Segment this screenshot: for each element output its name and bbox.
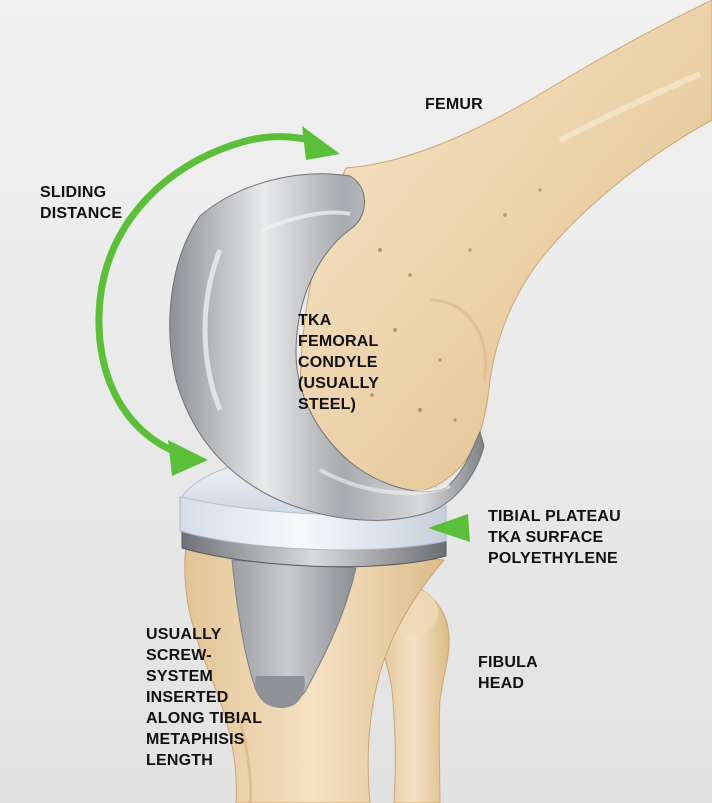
label-femur: FEMUR: [425, 94, 483, 115]
label-tibial-plateau: TIBIAL PLATEAU TKA SURFACE POLYETHYLENE: [488, 506, 621, 569]
label-femoral-condyle: TKA FEMORAL CONDYLE (USUALLY STEEL): [298, 310, 379, 415]
label-screw-system: USUALLY SCREW- SYSTEM INSERTED ALONG TIB…: [146, 624, 262, 771]
label-fibula-head: FIBULA HEAD: [478, 652, 538, 694]
label-sliding-distance: SLIDING DISTANCE: [40, 182, 122, 224]
